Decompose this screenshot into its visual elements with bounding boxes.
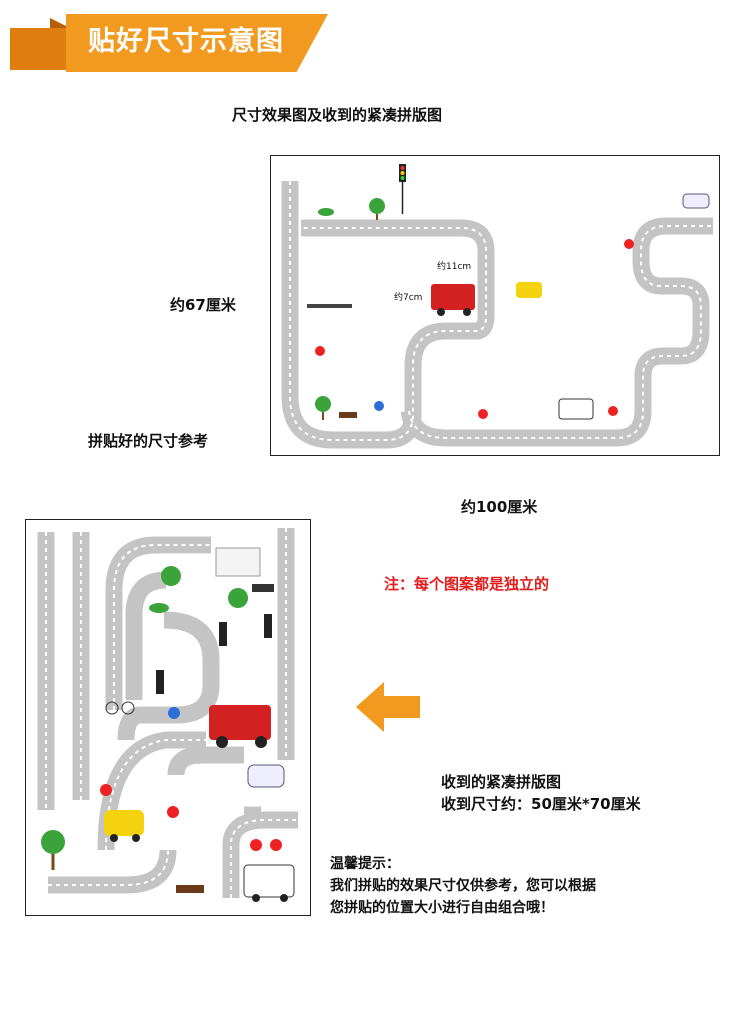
- section-caption: 尺寸效果图及收到的紧凑拼版图: [232, 106, 443, 124]
- banner-title: 贴好尺寸示意图: [88, 26, 284, 57]
- tip-line-2: 您拼贴的位置大小进行自由组合哦！: [330, 900, 554, 916]
- left-arrow-icon: [356, 682, 420, 732]
- assembled-layout-illustration: 约11cm 约7cm: [270, 155, 720, 456]
- height-dimension-label: 约67厘米: [170, 296, 236, 314]
- car-height-label: 约7cm: [394, 293, 423, 303]
- tip-title: 温馨提示：: [330, 856, 400, 872]
- tip-line-1: 我们拼贴的效果尺寸仅供参考，您可以根据: [330, 878, 596, 894]
- compact-sheet-illustration: [25, 519, 311, 916]
- reference-label: 拼贴好的尺寸参考: [88, 432, 209, 450]
- assembled-road-map: [281, 164, 713, 449]
- received-sheet-title: 收到的紧凑拼版图: [441, 773, 562, 791]
- title-banner: [66, 14, 328, 72]
- banner-fold-graphic: [10, 18, 70, 70]
- compact-sheet-pieces: [37, 528, 298, 902]
- width-dimension-label: 约100厘米: [461, 498, 538, 516]
- car-width-label: 约11cm: [437, 262, 472, 272]
- independent-pieces-note: 注：每个图案都是独立的: [384, 575, 550, 593]
- received-size-label: 收到尺寸约：50厘米*70厘米: [441, 795, 641, 813]
